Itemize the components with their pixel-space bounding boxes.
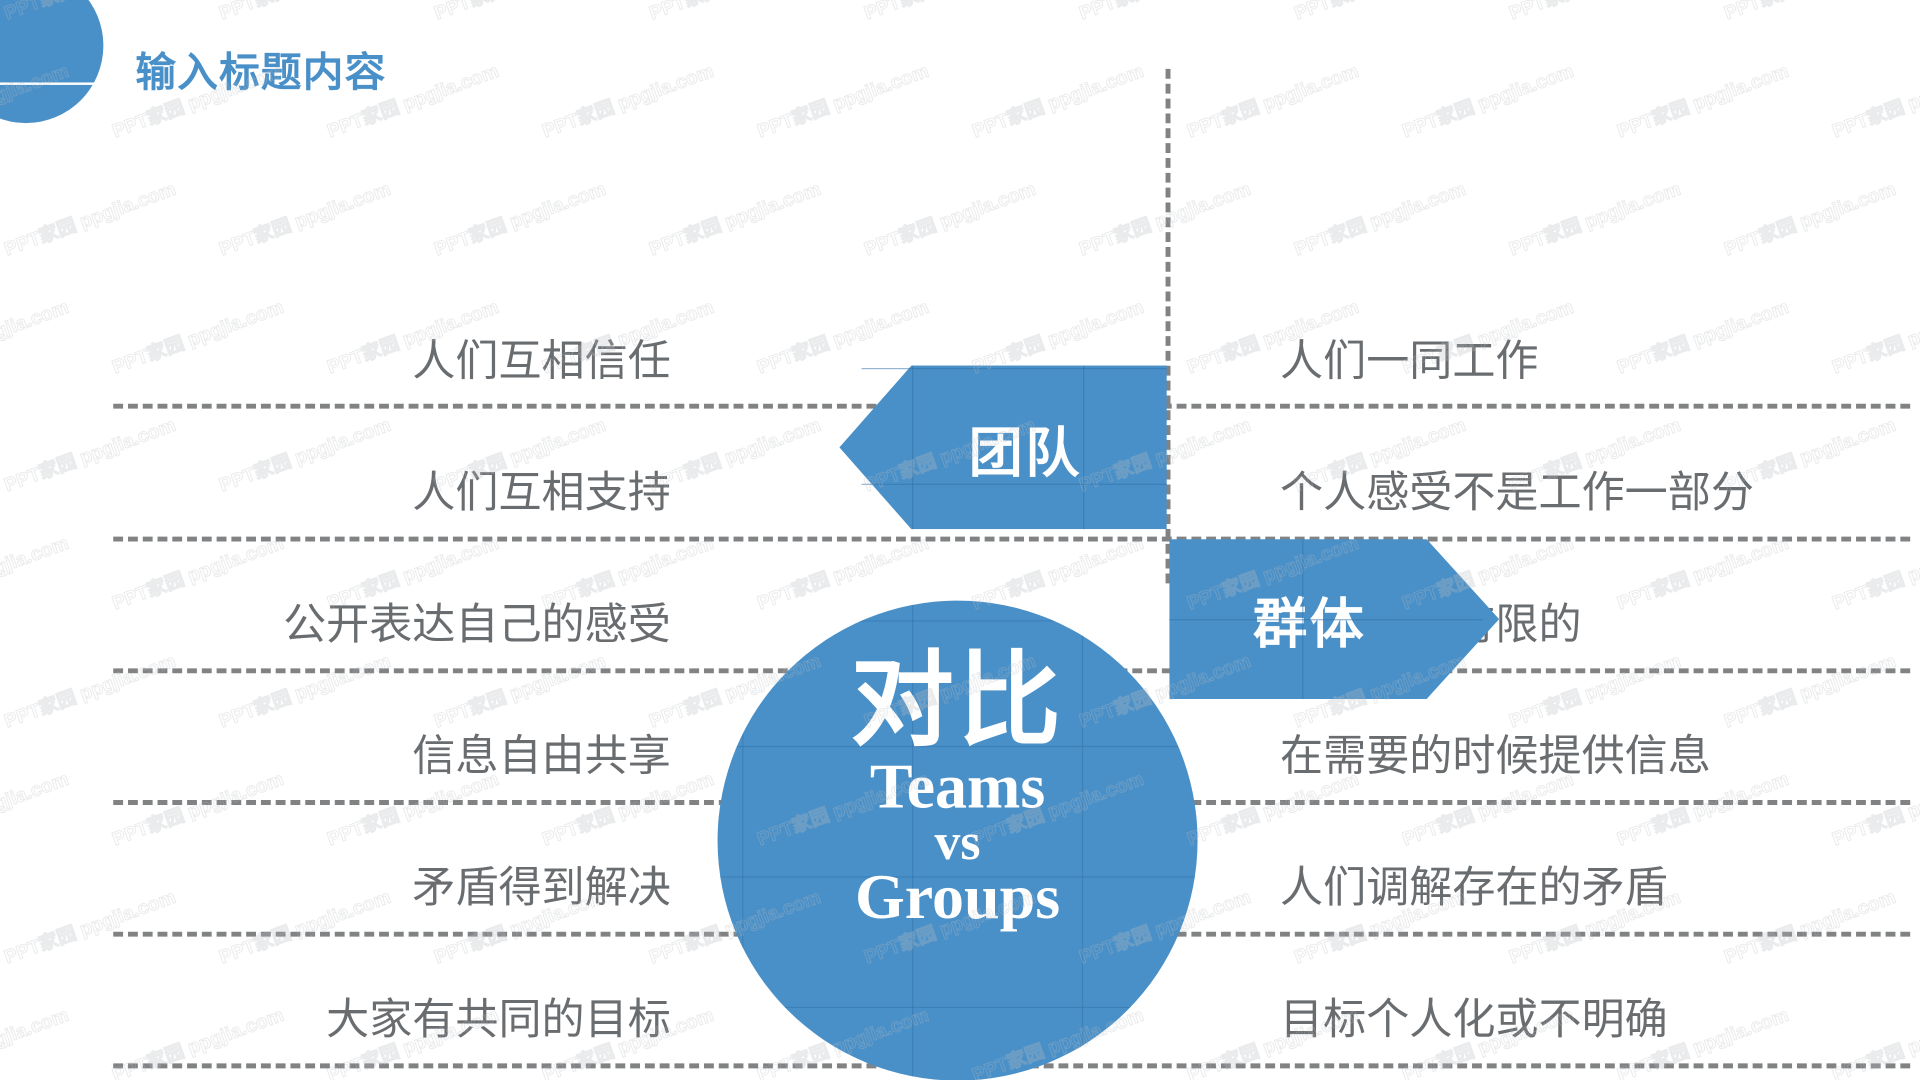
guide-line-vertical bbox=[742, 600, 744, 1080]
banner-group-label: 群体 bbox=[1252, 594, 1367, 655]
team-attribute-4: 信息自由共享 bbox=[412, 732, 671, 781]
group-attribute-2: 个人感受不是工作一部分 bbox=[1280, 468, 1754, 517]
row-divider bbox=[113, 536, 1911, 542]
team-attribute-5: 矛盾得到解决 bbox=[412, 864, 671, 913]
guide-line-horizontal bbox=[717, 876, 1198, 878]
group-attribute-1: 人们一同工作 bbox=[1280, 337, 1539, 386]
guide-line-vertical bbox=[1081, 600, 1084, 1080]
team-attribute-3: 公开表达自己的感受 bbox=[283, 600, 671, 649]
center-badge-english-teams: Teams bbox=[869, 752, 1046, 823]
vertical-divider bbox=[1165, 68, 1171, 584]
team-attribute-1: 人们互相信任 bbox=[412, 337, 671, 386]
banner-team-label: 团队 bbox=[968, 422, 1082, 484]
guide-line-horizontal bbox=[717, 745, 1198, 748]
guide-line-vertical bbox=[912, 600, 914, 1080]
center-badge-english-vs: vs bbox=[934, 815, 981, 872]
banner-group-arrow[interactable]: 群体 bbox=[1169, 539, 1500, 700]
center-badge-chinese: 对比 bbox=[850, 642, 1065, 759]
banner-team-arrow[interactable]: 团队 bbox=[839, 365, 1167, 530]
team-attribute-6: 大家有共同的目标 bbox=[326, 995, 671, 1044]
guide-line-horizontal bbox=[717, 1006, 1198, 1009]
decorative-corner-circle bbox=[0, 0, 104, 124]
group-attribute-6: 目标个人化或不明确 bbox=[1280, 995, 1668, 1044]
group-attribute-5: 人们调解存在的矛盾 bbox=[1280, 864, 1668, 913]
team-attribute-2: 人们互相支持 bbox=[412, 468, 671, 517]
guide-line-horizontal bbox=[717, 620, 1198, 622]
page-title: 输入标题内容 bbox=[135, 49, 387, 95]
center-comparison-badge[interactable]: 对比 Teams vs Groups bbox=[717, 600, 1198, 1080]
group-attribute-4: 在需要的时候提供信息 bbox=[1280, 732, 1711, 781]
decorative-corner-circle-rule bbox=[0, 82, 104, 85]
center-badge-english-groups: Groups bbox=[854, 863, 1061, 934]
center-badge-text-stack: 对比 Teams vs Groups bbox=[718, 601, 1198, 1080]
